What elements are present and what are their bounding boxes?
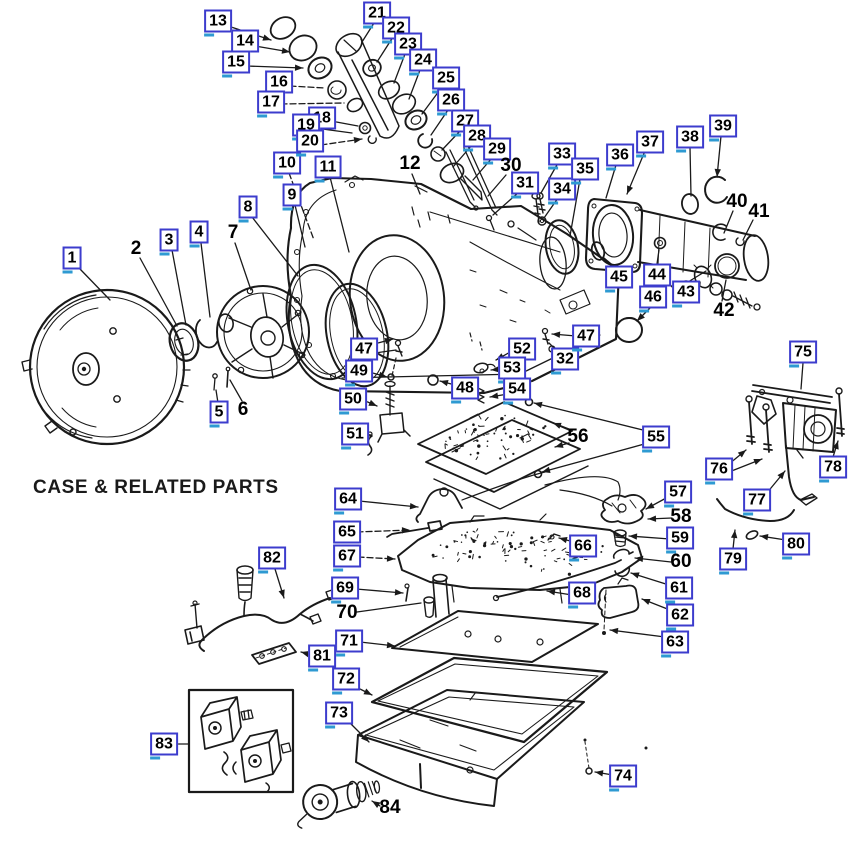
callout-42: 42 [713,300,735,321]
callout-68[interactable]: 68 [568,581,596,609]
callout-64[interactable]: 64 [334,487,362,515]
callout-47a[interactable]: 47 [350,337,378,365]
callout-32[interactable]: 32 [551,347,579,375]
callout-36[interactable]: 36 [606,143,634,171]
callout-70: 70 [336,602,358,623]
callout-54[interactable]: 54 [503,377,531,405]
pump-shaft-parts-chain [269,16,483,201]
callout-80[interactable]: 80 [782,532,810,560]
callout-47b[interactable]: 47 [572,324,600,352]
callout-34[interactable]: 34 [548,177,576,205]
governor-assembly-drawing [716,384,845,540]
callout-77[interactable]: 77 [743,488,771,516]
callout-10[interactable]: 10 [273,151,301,179]
callout-83[interactable]: 83 [150,732,178,760]
callout-48[interactable]: 48 [451,376,479,404]
callout-73[interactable]: 73 [325,701,353,729]
callout-71[interactable]: 71 [335,629,363,657]
callout-44[interactable]: 44 [643,263,671,291]
callout-15[interactable]: 15 [222,50,250,78]
callout-53[interactable]: 53 [498,356,526,384]
callout-62[interactable]: 62 [666,603,694,631]
parking-rod-parts [445,145,541,241]
callout-55[interactable]: 55 [642,425,670,453]
callout-45[interactable]: 45 [605,265,633,293]
extension-housing-drawing [584,175,770,343]
callout-17[interactable]: 17 [257,90,285,118]
callout-14[interactable]: 14 [231,29,259,57]
callout-11[interactable]: 11 [314,155,342,183]
callout-20[interactable]: 20 [296,129,324,157]
callout-58: 58 [670,506,692,527]
callout-24[interactable]: 24 [409,48,437,76]
callout-46[interactable]: 46 [639,285,667,313]
callout-16[interactable]: 16 [265,70,293,98]
callout-57[interactable]: 57 [664,480,692,508]
callout-60: 60 [670,551,692,572]
callout-72[interactable]: 72 [332,667,360,695]
converter-seal-parts [168,313,234,391]
callout-65[interactable]: 65 [333,520,361,548]
case-bottom-small-parts [367,327,556,479]
callout-1[interactable]: 1 [62,246,82,274]
callout-35[interactable]: 35 [571,157,599,185]
callout-82[interactable]: 82 [258,546,286,574]
callout-37[interactable]: 37 [636,130,664,158]
callout-38[interactable]: 38 [676,125,704,153]
callout-78[interactable]: 78 [819,455,847,483]
callout-75[interactable]: 75 [789,340,817,368]
callout-8[interactable]: 8 [238,195,258,223]
callout-5[interactable]: 5 [209,400,229,428]
callout-29[interactable]: 29 [483,137,511,165]
callout-56: 56 [567,426,589,447]
page-title: CASE & RELATED PARTS [33,477,279,498]
callout-79[interactable]: 79 [719,547,747,575]
callout-76[interactable]: 76 [705,457,733,485]
callout-2: 2 [130,238,142,259]
callout-84: 84 [379,797,401,818]
callout-50[interactable]: 50 [339,387,367,415]
callout-61[interactable]: 61 [665,576,693,604]
callout-12: 12 [399,153,421,174]
callout-63[interactable]: 63 [661,630,689,658]
callout-31[interactable]: 31 [511,171,539,199]
callout-59[interactable]: 59 [666,526,694,554]
solenoid-drawing [297,780,381,829]
callout-49[interactable]: 49 [345,359,373,387]
callout-9[interactable]: 9 [282,183,302,211]
callout-40: 40 [726,191,748,212]
callout-33[interactable]: 33 [548,142,576,170]
callout-81[interactable]: 81 [308,644,336,672]
callout-7: 7 [227,222,239,243]
callout-74[interactable]: 74 [609,764,637,792]
detent-lever-parts [544,476,647,635]
callout-6: 6 [237,399,249,420]
extension-fastener-parts [536,192,580,275]
callout-69[interactable]: 69 [331,576,359,604]
callout-25[interactable]: 25 [432,66,460,94]
callout-13[interactable]: 13 [204,9,232,37]
callout-4[interactable]: 4 [189,220,209,248]
valve-body-plates-drawing [417,401,589,510]
callout-51[interactable]: 51 [341,422,369,450]
callout-43[interactable]: 43 [672,280,700,308]
oil-pan-drawing [355,656,648,807]
wiring-harness-drawing [184,565,339,665]
solenoid-kit-drawing [187,688,295,794]
callout-26[interactable]: 26 [437,88,465,116]
callout-67[interactable]: 67 [333,544,361,572]
callout-39[interactable]: 39 [709,114,737,142]
callout-3[interactable]: 3 [159,228,179,256]
callout-30: 30 [500,155,522,176]
callout-41: 41 [748,201,770,222]
callout-66[interactable]: 66 [569,534,597,562]
